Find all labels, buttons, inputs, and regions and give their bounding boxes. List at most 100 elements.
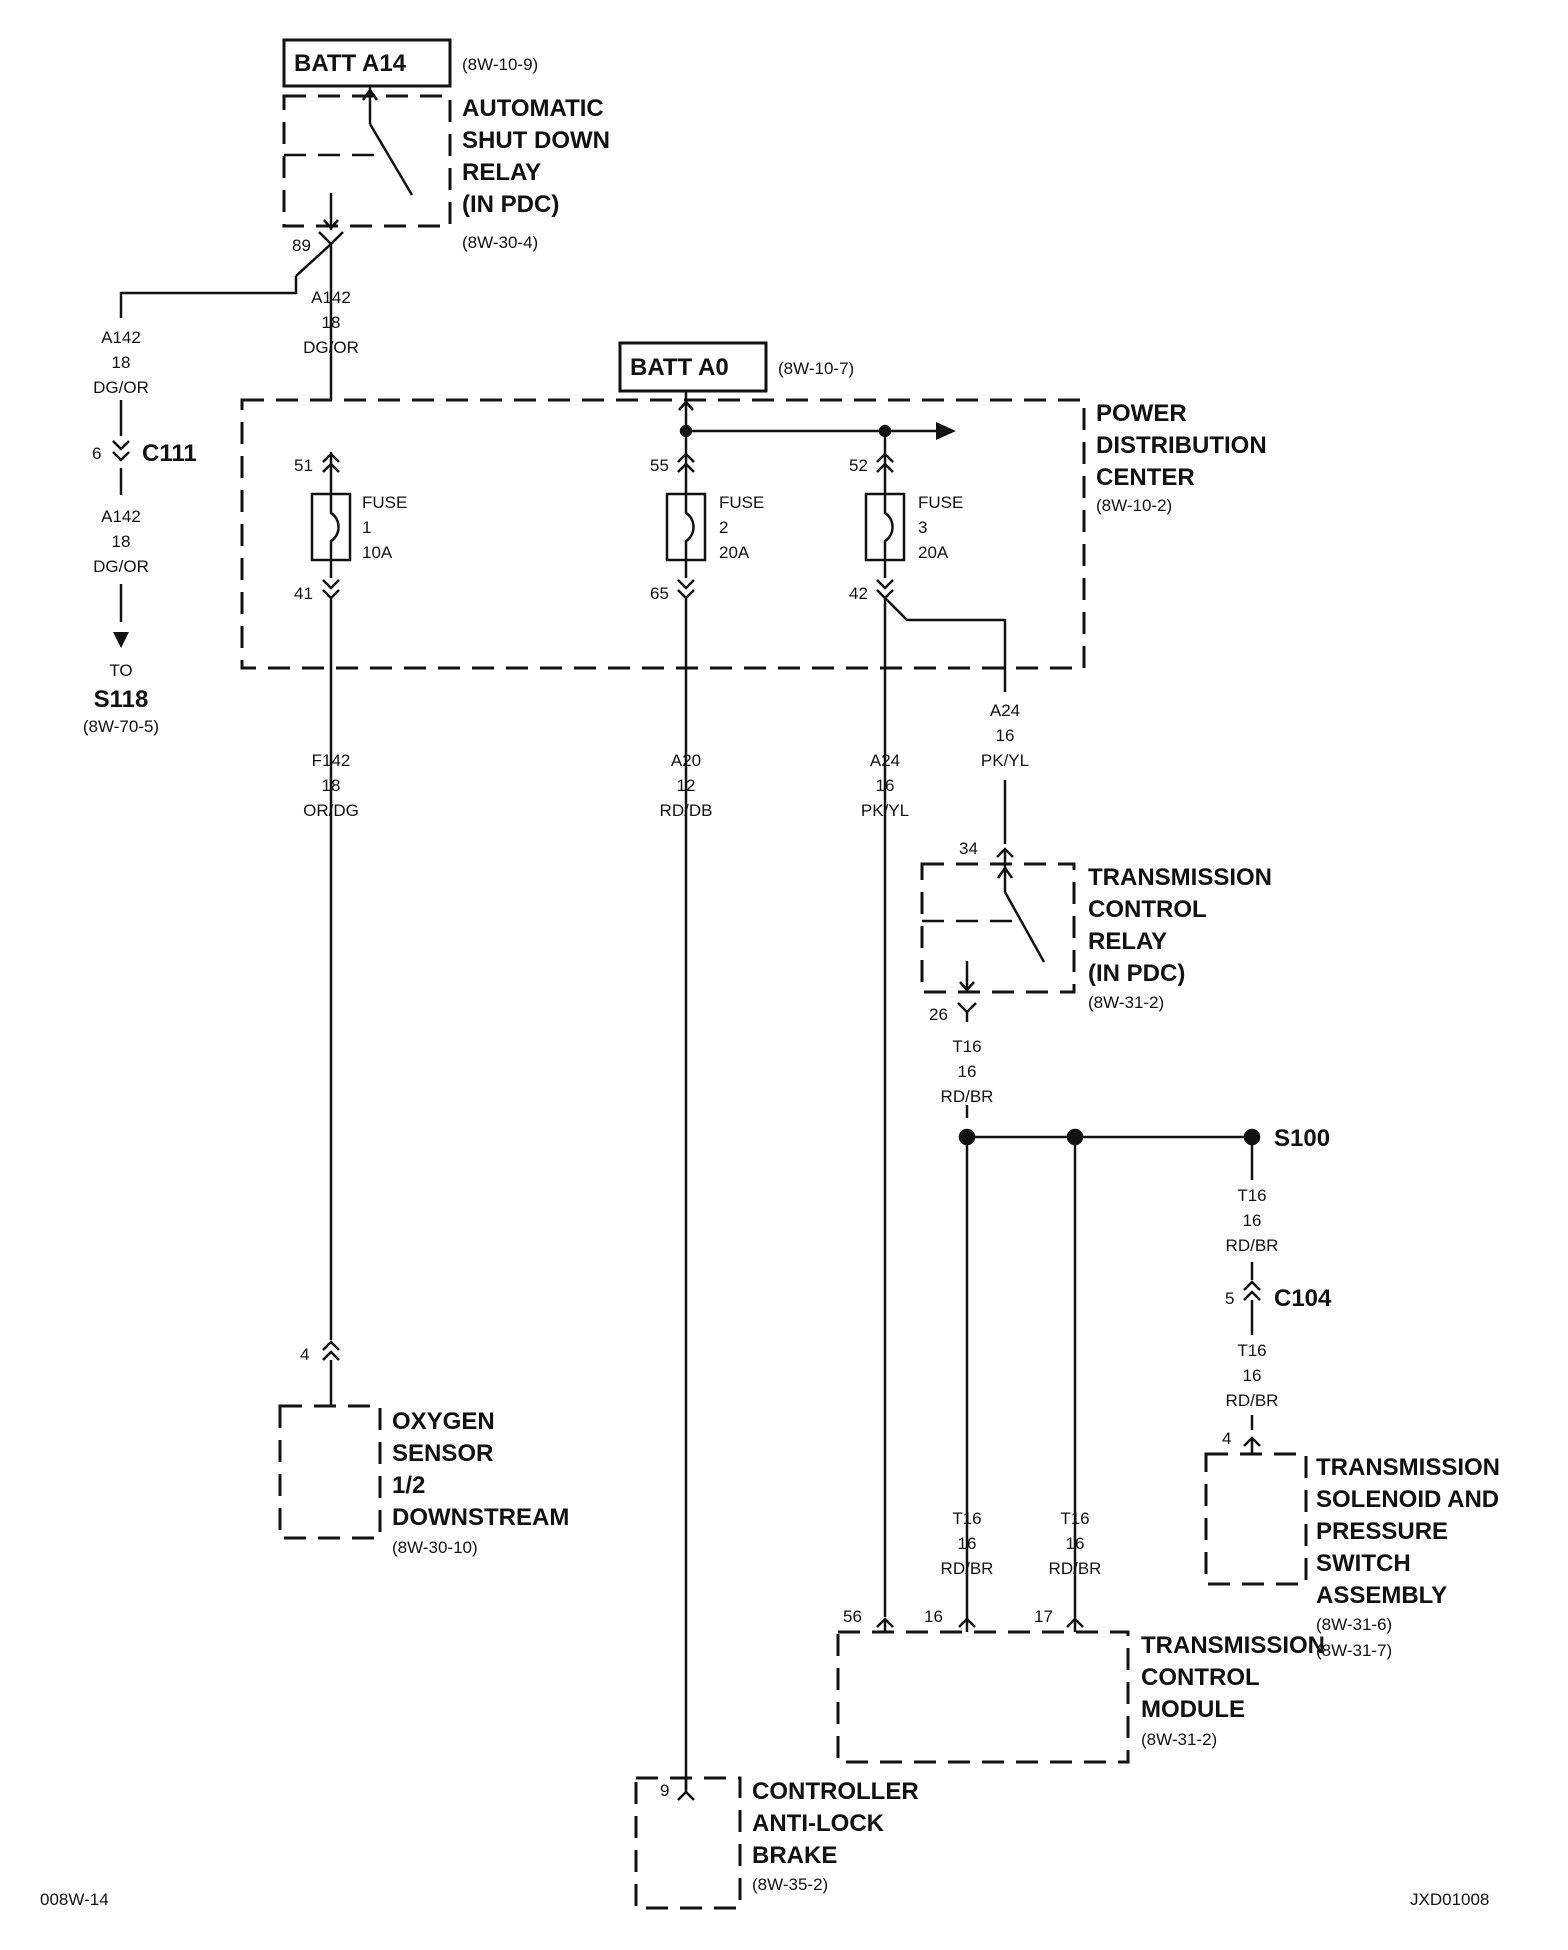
fuse-3-label-1: FUSE	[918, 493, 963, 512]
solenoid-name-1: TRANSMISSION	[1316, 1454, 1500, 1481]
left-upper-wire-gauge: 18	[112, 353, 131, 372]
fuse-1-column	[310, 452, 352, 1335]
fuse-2-label-3: 20A	[719, 543, 750, 562]
t16-tcm-b-gauge: 16	[1066, 1534, 1085, 1553]
f142-wire-color: OR/DG	[303, 801, 359, 820]
tcr-name-3: RELAY	[1088, 928, 1167, 955]
asd-relay-switch-symbol	[284, 86, 414, 230]
a20-wire-gauge: 12	[677, 776, 696, 795]
t16-s100-out-gauge: 16	[1243, 1211, 1262, 1230]
fuse-1-top-pin: 51	[294, 456, 313, 475]
o2-sensor-pin: 4	[300, 1345, 309, 1364]
tcm-name-3: MODULE	[1141, 1696, 1245, 1723]
fuse-3-top-pin: 52	[849, 456, 868, 475]
tcr-output-connector	[957, 1002, 977, 1118]
fuse-2-label-1: FUSE	[719, 493, 764, 512]
left-lower-wire-code: A142	[101, 507, 141, 526]
to-s118-splice: S118	[94, 686, 149, 713]
pdc-name-2: DISTRIBUTION	[1096, 432, 1267, 459]
t16-tcm-b-color: RD/BR	[1049, 1559, 1102, 1578]
fuse-2-top-pin: 55	[650, 456, 669, 475]
fuse-3-label-3: 20A	[918, 543, 949, 562]
tcm-name-1: TRANSMISSION	[1141, 1632, 1325, 1659]
t16-tcm-a-code: T16	[952, 1509, 981, 1528]
tcm-pin-56: 56	[843, 1607, 862, 1626]
asd-relay-box	[282, 94, 452, 228]
a20-wire-code: A20	[671, 751, 701, 770]
f142-wire-gauge: 18	[322, 776, 341, 795]
asd-output-wire-color: DG/OR	[303, 338, 359, 357]
fuse-1-label-1: FUSE	[362, 493, 407, 512]
fuse-2-label-2: 2	[719, 518, 728, 537]
s100-splice-bus	[958, 1128, 1261, 1505]
fuse-2-column	[665, 450, 707, 1790]
o2-sensor-connector	[322, 1335, 340, 1406]
solenoid-name-2: SOLENOID AND	[1316, 1486, 1499, 1513]
t16-tcm-a-gauge: 16	[958, 1534, 977, 1553]
asd-relay-name-4: (IN PDC)	[462, 191, 559, 218]
tcm-connectors	[876, 1505, 1084, 1632]
a24-main-wire-code: A24	[870, 751, 900, 770]
solenoid-box	[1204, 1452, 1308, 1586]
a24-main-wire-gauge: 16	[876, 776, 895, 795]
t16-relay-out-code: T16	[952, 1037, 981, 1056]
abs-name-3: BRAKE	[752, 1842, 837, 1869]
t16-relay-out-color: RD/BR	[941, 1087, 994, 1106]
fuse-1-bottom-pin: 41	[294, 584, 313, 603]
asd-relay-name-1: AUTOMATIC	[462, 95, 604, 122]
left-lower-wire-gauge: 18	[112, 532, 131, 551]
footer-right-code: JXD01008	[1410, 1890, 1489, 1909]
batt-a0-label: BATT A0	[630, 354, 729, 381]
a24-relay-wire-gauge: 16	[996, 726, 1015, 745]
tcm-pin-17: 17	[1034, 1607, 1053, 1626]
tcr-out-pin: 26	[929, 1005, 948, 1024]
fuse-3-bottom-pin: 42	[849, 584, 868, 603]
tcr-box	[920, 862, 1076, 994]
abs-ref: (8W-35-2)	[752, 1875, 828, 1894]
pdc-name-1: POWER	[1096, 400, 1187, 427]
asd-relay-name-2: SHUT DOWN	[462, 127, 610, 154]
t16-c104-out-color: RD/BR	[1226, 1391, 1279, 1410]
batt-a14-label: BATT A14	[294, 50, 407, 77]
left-lower-wire-color: DG/OR	[93, 557, 149, 576]
to-s118-ref: (8W-70-5)	[83, 717, 159, 736]
c104-pin: 5	[1225, 1289, 1234, 1308]
tcm-ref: (8W-31-2)	[1141, 1730, 1217, 1749]
a24-main-wire-color: PK/YL	[861, 801, 909, 820]
tcr-in-pin: 34	[959, 839, 978, 858]
o2-sensor-box	[278, 1404, 382, 1540]
tcm-name-2: CONTROL	[1141, 1664, 1260, 1691]
c111-name: C111	[142, 440, 197, 467]
o2-sensor-name-4: DOWNSTREAM	[392, 1504, 569, 1531]
pdc-bus	[678, 391, 956, 450]
tcr-input-connector	[996, 847, 1014, 864]
to-s118-arrow	[113, 632, 129, 648]
abs-name-2: ANTI-LOCK	[752, 1810, 885, 1837]
pdc-name-3: CENTER	[1096, 464, 1195, 491]
batt-a0-ref: (8W-10-7)	[778, 359, 854, 378]
solenoid-ref-1: (8W-31-6)	[1316, 1615, 1392, 1634]
c111-connector-symbol	[112, 440, 130, 462]
left-upper-wire-code: A142	[101, 328, 141, 347]
o2-sensor-name-1: OXYGEN	[392, 1408, 495, 1435]
batt-a14-box	[282, 38, 452, 88]
footer-left-code: 008W-14	[40, 1890, 109, 1909]
solenoid-name-5: ASSEMBLY	[1316, 1582, 1447, 1609]
batt-a0-box	[618, 341, 768, 393]
solenoid-name-4: SWITCH	[1316, 1550, 1411, 1577]
abs-box	[634, 1776, 742, 1910]
abs-connector	[677, 1778, 695, 1801]
f142-wire-code: F142	[312, 751, 351, 770]
a24-relay-wire-code: A24	[990, 701, 1020, 720]
tcr-name-1: TRANSMISSION	[1088, 864, 1272, 891]
t16-relay-out-gauge: 16	[958, 1062, 977, 1081]
t16-s100-out-code: T16	[1237, 1186, 1266, 1205]
fuse-2-bottom-pin: 65	[650, 584, 669, 603]
asd-relay-ref: (8W-30-4)	[462, 233, 538, 252]
tcr-name-2: CONTROL	[1088, 896, 1207, 923]
asd-relay-name-3: RELAY	[462, 159, 541, 186]
o2-sensor-name-3: 1/2	[392, 1472, 425, 1499]
asd-relay-pin: 89	[292, 236, 311, 255]
a24-relay-wire-color: PK/YL	[981, 751, 1029, 770]
abs-name-1: CONTROLLER	[752, 1778, 919, 1805]
